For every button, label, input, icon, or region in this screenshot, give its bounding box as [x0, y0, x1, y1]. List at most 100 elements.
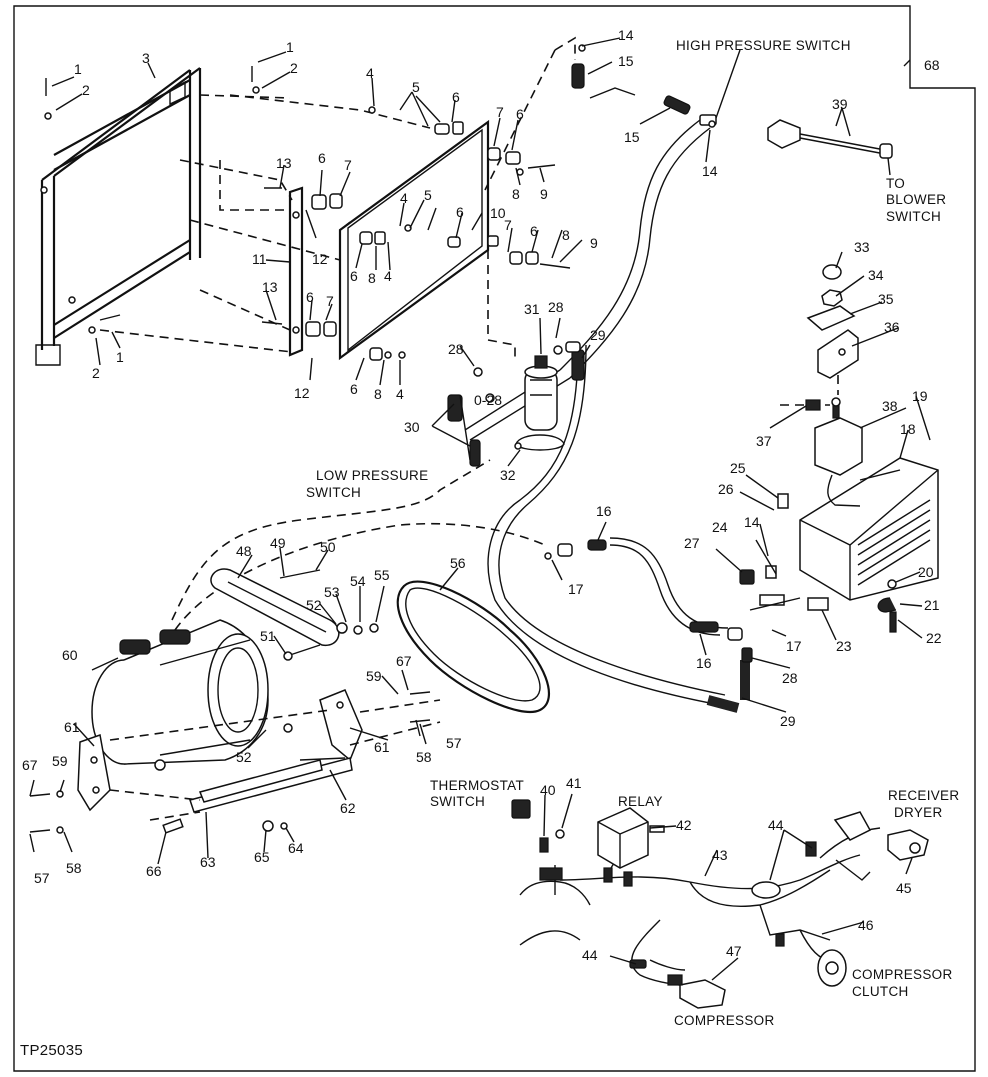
callout-48: 48 [236, 543, 252, 559]
callout-8: 8 [562, 227, 570, 243]
callout-20: 20 [918, 564, 934, 580]
caption-compressor-clutch-line2: CLUTCH [852, 984, 909, 999]
callout-21: 21 [924, 597, 940, 613]
frame-bolts [44, 66, 412, 334]
relay-42 [597, 807, 665, 887]
callout-14: 14 [702, 163, 718, 179]
callout-58: 58 [66, 860, 82, 876]
callout-50: 50 [320, 539, 336, 555]
caption-to-blower-switch-line1: TO [886, 176, 905, 191]
callout-56: 56 [450, 555, 466, 571]
screw-37 [780, 375, 839, 411]
condenser-frame [35, 67, 202, 366]
callout-41: 41 [566, 775, 582, 791]
caption-relay: RELAY [618, 794, 663, 809]
callout-52: 52 [306, 597, 322, 613]
callout-19: 19 [912, 388, 928, 404]
callout-46: 46 [858, 917, 874, 933]
callout-23: 23 [836, 638, 852, 654]
callout-6: 6 [350, 268, 358, 284]
callout-59: 59 [366, 668, 382, 684]
caption-receiver-dryer-line1: RECEIVER [888, 788, 959, 803]
callout-9: 9 [590, 235, 598, 251]
alignment-lines [99, 94, 431, 353]
caption-to-blower-switch-line2: BLOWER [886, 192, 946, 207]
callout-43: 43 [712, 847, 728, 863]
leader-lines [29, 37, 931, 981]
compressor-clutch-connector [817, 949, 847, 987]
callout-61: 61 [374, 739, 390, 755]
callout-8: 8 [374, 386, 382, 402]
callout-44: 44 [768, 817, 784, 833]
callout-7: 7 [504, 217, 512, 233]
callout-11: 11 [252, 251, 267, 267]
compressor-mount-brackets [77, 689, 441, 821]
callout-36: 36 [884, 319, 900, 335]
callout-33: 33 [854, 239, 870, 255]
callout-67: 67 [22, 757, 38, 773]
callout-17: 17 [568, 581, 584, 597]
callout-6: 6 [516, 106, 524, 122]
receiver-dryer-connector-45 [887, 829, 929, 861]
adjusting-strap [210, 568, 379, 661]
nut-33-34 [821, 264, 843, 307]
callout-6: 6 [456, 204, 464, 220]
callout-40: 40 [540, 782, 556, 798]
callout-57: 57 [446, 735, 462, 751]
callouts: 1 2 3 1 2 4 5 6 7 6 8 9 14 15 15 14 68 3… [22, 27, 942, 963]
thermostat-switch [814, 397, 863, 507]
callout-7: 7 [326, 293, 334, 309]
caption-low-pressure-switch-line2: SWITCH [306, 485, 361, 500]
compressor-connector-47 [667, 974, 726, 1009]
callout-38: 38 [882, 398, 898, 414]
clip-44 [629, 959, 647, 969]
callout-52: 52 [236, 749, 252, 765]
callout-18: 18 [900, 421, 916, 437]
callout-15: 15 [618, 53, 634, 69]
hose-fittings [447, 44, 753, 663]
callout-14: 14 [618, 27, 634, 43]
callout-2: 2 [82, 82, 90, 98]
callout-66: 66 [146, 863, 162, 879]
dryer-clamp [514, 434, 565, 451]
compressor-body [91, 619, 269, 771]
relay-screws-40-41 [539, 829, 565, 853]
callout-28: 0-28 [474, 392, 502, 408]
callout-4: 4 [366, 65, 374, 81]
callout-7: 7 [496, 104, 504, 120]
caption-compressor: COMPRESSOR [674, 1013, 775, 1028]
callout-1: 1 [74, 61, 82, 77]
callout-47: 47 [726, 943, 742, 959]
callout-2: 2 [92, 365, 100, 381]
callout-44: 44 [582, 947, 598, 963]
callout-25: 25 [730, 460, 746, 476]
callout-12: 12 [294, 385, 310, 401]
callout-28: 28 [448, 341, 464, 357]
thermostat-plug [511, 799, 531, 819]
figure-border [13, 5, 976, 1072]
callout-13: 13 [276, 155, 292, 171]
callout-45: 45 [896, 880, 912, 896]
callout-7: 7 [344, 157, 352, 173]
callout-29: 29 [780, 713, 796, 729]
callout-6: 6 [530, 223, 538, 239]
caption-thermostat-switch-line1: THERMOSTAT [430, 778, 524, 793]
callout-2: 2 [290, 60, 298, 76]
callout-4: 4 [396, 386, 404, 402]
plate-35 [806, 305, 856, 331]
callout-4: 4 [400, 190, 408, 206]
callout-5: 5 [424, 187, 432, 203]
callout-31: 31 [524, 301, 540, 317]
callout-39: 39 [832, 96, 848, 112]
callout-22: 22 [926, 630, 942, 646]
callout-35: 35 [878, 291, 894, 307]
figure-id: TP25035 [20, 1042, 83, 1059]
callout-37: 37 [756, 433, 772, 449]
side-bracket [288, 186, 304, 357]
callout-27: 27 [684, 535, 700, 551]
callout-12: 12 [312, 251, 328, 267]
callout-4: 4 [384, 268, 392, 284]
blower-harness [767, 119, 893, 159]
callout-24: 24 [712, 519, 728, 535]
